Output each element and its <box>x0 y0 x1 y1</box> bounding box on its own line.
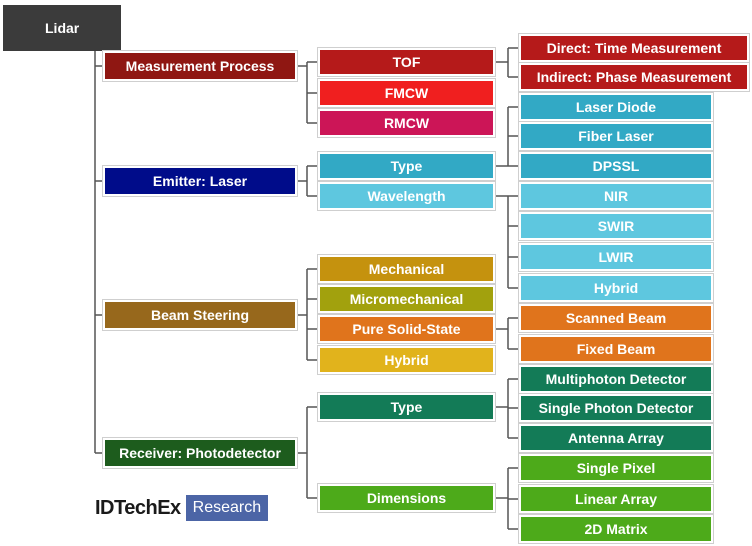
node-nir: NIR <box>519 182 713 210</box>
node-2d-matrix: 2D Matrix <box>519 515 713 543</box>
node-beam-hybrid: Hybrid <box>318 346 495 374</box>
node-linear-array: Linear Array <box>519 485 713 513</box>
node-wavelength-hybrid: Hybrid <box>519 274 713 302</box>
logo-wordmark: IDTechEx <box>95 496 181 519</box>
node-fmcw: FMCW <box>318 79 495 107</box>
node-swir: SWIR <box>519 212 713 240</box>
node-laser-diode: Laser Diode <box>519 93 713 121</box>
node-micromechanical: Micromechanical <box>318 285 495 313</box>
node-emitter-type: Type <box>318 152 495 180</box>
node-lwir: LWIR <box>519 243 713 271</box>
category-beam-steering: Beam Steering <box>103 300 297 330</box>
node-rmcw: RMCW <box>318 109 495 137</box>
node-wavelength: Wavelength <box>318 182 495 210</box>
node-multiphoton-detector: Multiphoton Detector <box>519 365 713 393</box>
node-tof: TOF <box>318 48 495 76</box>
node-mechanical: Mechanical <box>318 255 495 283</box>
node-single-photon-detector: Single Photon Detector <box>519 394 713 422</box>
node-direct-time-measurement: Direct: Time Measurement <box>519 34 749 62</box>
category-measurement-process: Measurement Process <box>103 51 297 81</box>
node-dpssl: DPSSL <box>519 152 713 180</box>
node-pure-solid-state: Pure Solid-State <box>318 315 495 343</box>
category-receiver-photodetector: Receiver: Photodetector <box>103 438 297 468</box>
node-indirect-phase-measurement: Indirect: Phase Measurement <box>519 63 749 91</box>
idtechex-logo: IDTechEx Research <box>95 495 269 521</box>
node-antenna-array: Antenna Array <box>519 424 713 452</box>
node-fiber-laser: Fiber Laser <box>519 122 713 150</box>
node-fixed-beam: Fixed Beam <box>519 335 713 363</box>
logo-research-tag: Research <box>185 495 269 521</box>
node-receiver-type: Type <box>318 393 495 421</box>
node-single-pixel: Single Pixel <box>519 454 713 482</box>
category-emitter-laser: Emitter: Laser <box>103 166 297 196</box>
node-dimensions: Dimensions <box>318 484 495 512</box>
node-scanned-beam: Scanned Beam <box>519 304 713 332</box>
root-node-lidar: Lidar <box>3 5 121 51</box>
